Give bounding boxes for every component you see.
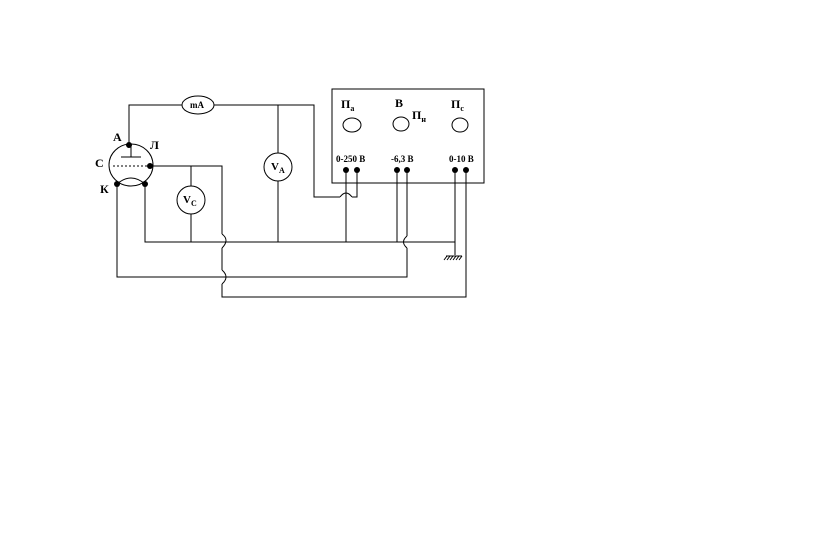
switch-anode-knob bbox=[342, 117, 362, 133]
lamp-label: Л bbox=[150, 138, 159, 152]
cathode-label: К bbox=[100, 182, 109, 196]
wire-crossover-grid-1 bbox=[221, 233, 227, 249]
wire-heater-return bbox=[116, 184, 408, 278]
switch-anode-label: Пa bbox=[341, 97, 354, 113]
wire-anode-left bbox=[128, 104, 182, 145]
switch-heater-label: Пн bbox=[412, 108, 426, 124]
terminal-heater-label: -6,3 В bbox=[391, 154, 414, 164]
voltmeter-anode-subscript: A bbox=[279, 166, 285, 175]
switch-anode-subscript: a bbox=[350, 104, 354, 113]
wire-ground-bus bbox=[144, 184, 455, 243]
tube-filament bbox=[116, 177, 146, 185]
milliammeter-label: mA bbox=[190, 100, 204, 110]
node-anode bbox=[126, 142, 132, 148]
terminal-anode-label: 0-250 В bbox=[336, 154, 365, 164]
power-supply-box bbox=[331, 88, 485, 184]
switch-b-label: В bbox=[395, 96, 403, 110]
switch-b-knob bbox=[392, 116, 410, 132]
terminal-grid-label: 0-10 В bbox=[449, 154, 474, 164]
wire-grid-supply bbox=[221, 170, 467, 298]
voltmeter-grid-label: VC bbox=[183, 194, 197, 208]
wire-crossover-heater bbox=[403, 235, 408, 249]
switch-heater-subscript: н bbox=[421, 115, 426, 124]
wire-anode-terminal bbox=[352, 170, 358, 198]
switch-grid-subscript: c bbox=[460, 104, 464, 113]
switch-grid-label: Пc bbox=[451, 97, 464, 113]
ground-symbol-hatch bbox=[443, 255, 463, 261]
anode-label: А bbox=[113, 130, 122, 144]
wire-grid bbox=[150, 165, 223, 234]
voltmeter-grid-subscript: C bbox=[191, 199, 197, 208]
voltmeter-anode-label: VA bbox=[271, 161, 285, 175]
switch-grid-knob bbox=[451, 117, 469, 133]
wire-anode-right bbox=[214, 104, 340, 198]
grid-label: С bbox=[95, 156, 104, 170]
